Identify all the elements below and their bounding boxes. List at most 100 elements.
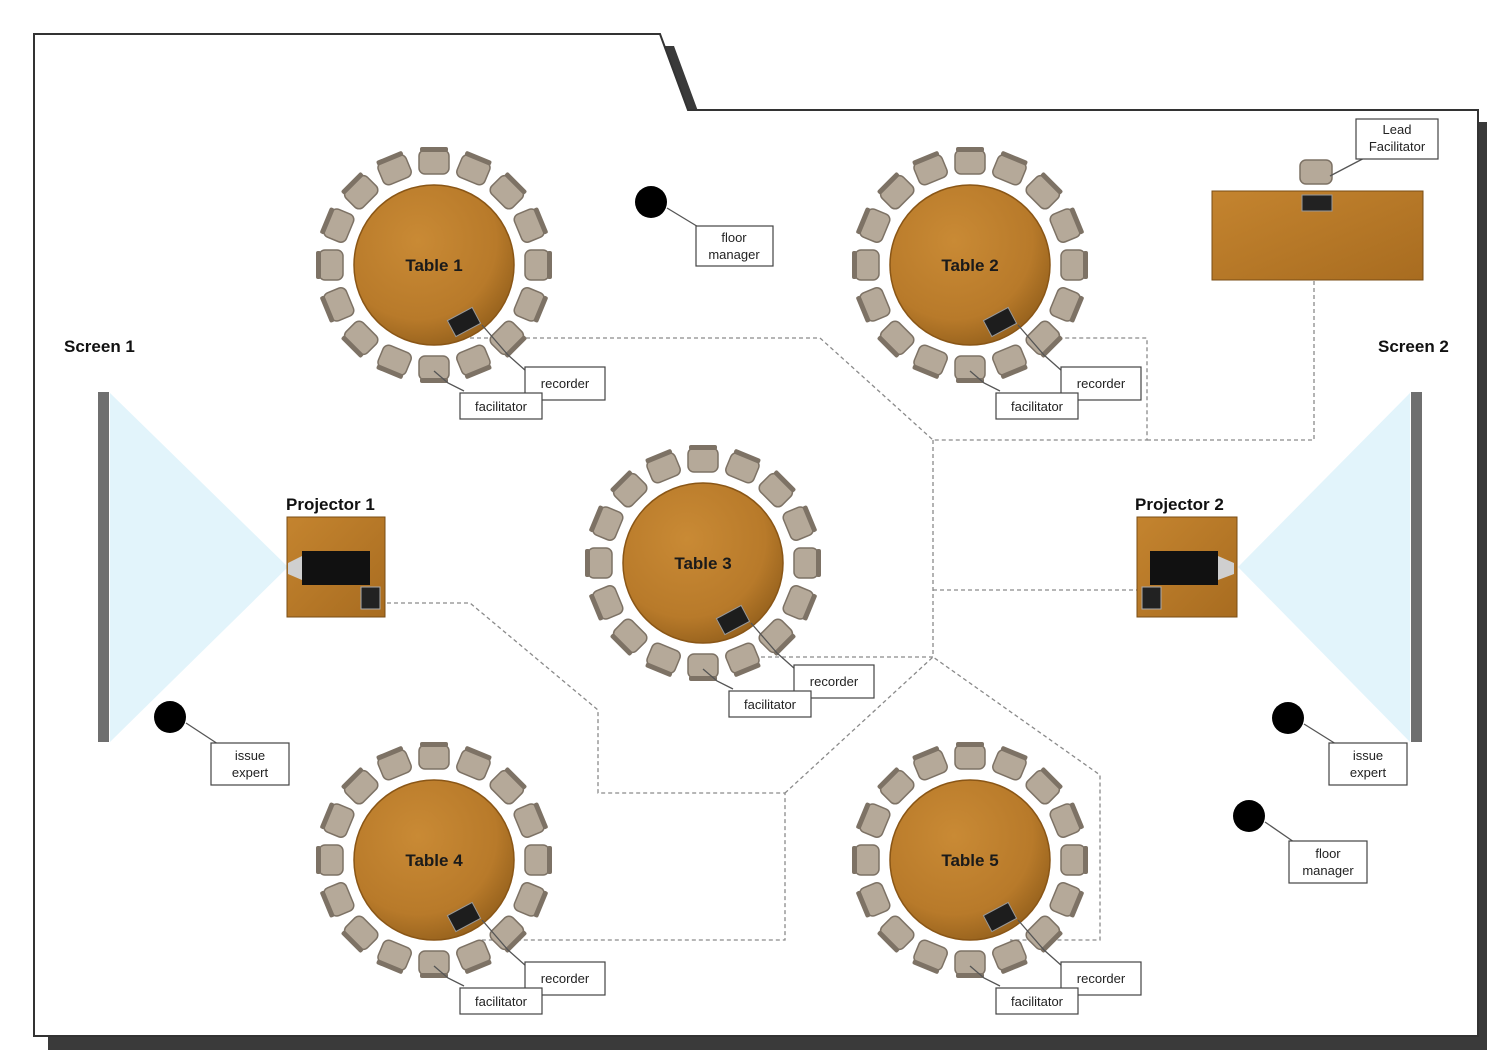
chair [645,449,681,484]
chair [320,207,355,243]
projector-1-laptop [360,586,381,610]
chair [456,344,492,379]
table-5: Table 5 recorder facilitator [852,742,1142,1015]
chair [877,915,915,953]
chair [793,547,821,579]
chair [1049,287,1084,323]
chair [418,355,450,383]
chair [856,207,891,243]
chair [1025,915,1063,953]
tabletop [353,779,515,941]
chair [513,882,548,918]
chair [954,355,986,383]
chair [992,746,1028,781]
tabletop [889,184,1051,346]
chair [992,151,1028,186]
chair [524,844,552,876]
chair [687,445,719,473]
facilitator-callout: facilitator [995,392,1079,420]
floor-manager-2-callout [1288,840,1368,884]
projector-2-cart: Projector 2 [1135,495,1238,618]
chair [1025,172,1063,210]
recorder-callout: recorder [1060,366,1142,401]
projector-1-beam [110,393,288,742]
chair [992,939,1028,974]
projector-1-label: Projector 1 [286,495,375,514]
floor-manager-1-marker [635,186,667,218]
svg-text:floor: floor [1315,846,1341,861]
chair [912,344,948,379]
projector-1-device [302,551,370,585]
table-label: Table 5 [941,851,998,870]
chair [489,320,527,358]
svg-text:Facilitator: Facilitator [1369,139,1426,154]
chair [1025,320,1063,358]
floor-manager-1-group: floor manager [635,186,774,267]
chair [912,746,948,781]
svg-text:facilitator: facilitator [475,994,528,1009]
chair [513,802,548,838]
svg-text:manager: manager [1302,863,1354,878]
chair [852,249,880,281]
svg-text:expert: expert [1350,765,1387,780]
projector-2-beam [1238,393,1410,742]
chair [341,915,379,953]
chair [376,939,412,974]
tabletop [353,184,515,346]
issue-expert-1-marker [154,701,186,733]
chair [418,950,450,978]
table-label: Table 3 [674,554,731,573]
svg-text:expert: expert [232,765,269,780]
chair [376,344,412,379]
svg-text:facilitator: facilitator [1011,994,1064,1009]
chair [758,618,796,656]
chair [524,249,552,281]
chair [725,642,761,677]
chair [852,844,880,876]
chair [1049,207,1084,243]
chair [320,882,355,918]
chair [589,585,624,621]
floor-manager-2-marker [1233,800,1265,832]
lead-facilitator-chair [1299,159,1333,185]
chair [610,470,648,508]
laptop-icon [982,901,1018,933]
chair [645,642,681,677]
svg-text:recorder: recorder [1077,376,1126,391]
chair [1049,802,1084,838]
chair [782,505,817,541]
lead-facilitator-laptop [1301,194,1333,212]
tabletop [622,482,784,644]
projector-2-laptop [1141,586,1162,610]
chair [585,547,613,579]
issue-expert-2-marker [1272,702,1304,734]
chair [316,844,344,876]
svg-text:manager: manager [708,247,760,262]
chair [489,915,527,953]
svg-text:facilitator: facilitator [744,697,797,712]
svg-text:issue: issue [235,748,265,763]
chair [856,802,891,838]
laptop-icon [446,901,482,933]
tabletop [889,779,1051,941]
projector-2-lens [1218,556,1234,580]
svg-text:recorder: recorder [541,971,590,986]
chair [912,939,948,974]
chair [341,320,379,358]
chair [376,746,412,781]
chair [418,742,450,770]
screen-2 [1411,392,1422,742]
chair [513,287,548,323]
table-label: Table 2 [941,256,998,275]
lead-facilitator-callout [1355,118,1439,160]
svg-text:recorder: recorder [1077,971,1126,986]
chair [513,207,548,243]
lead-facilitator-desk: Lead Facilitator [1211,118,1439,281]
screen-1-label: Screen 1 [64,337,135,356]
facilitator-callout: facilitator [459,392,543,420]
chair [376,151,412,186]
chair [456,746,492,781]
